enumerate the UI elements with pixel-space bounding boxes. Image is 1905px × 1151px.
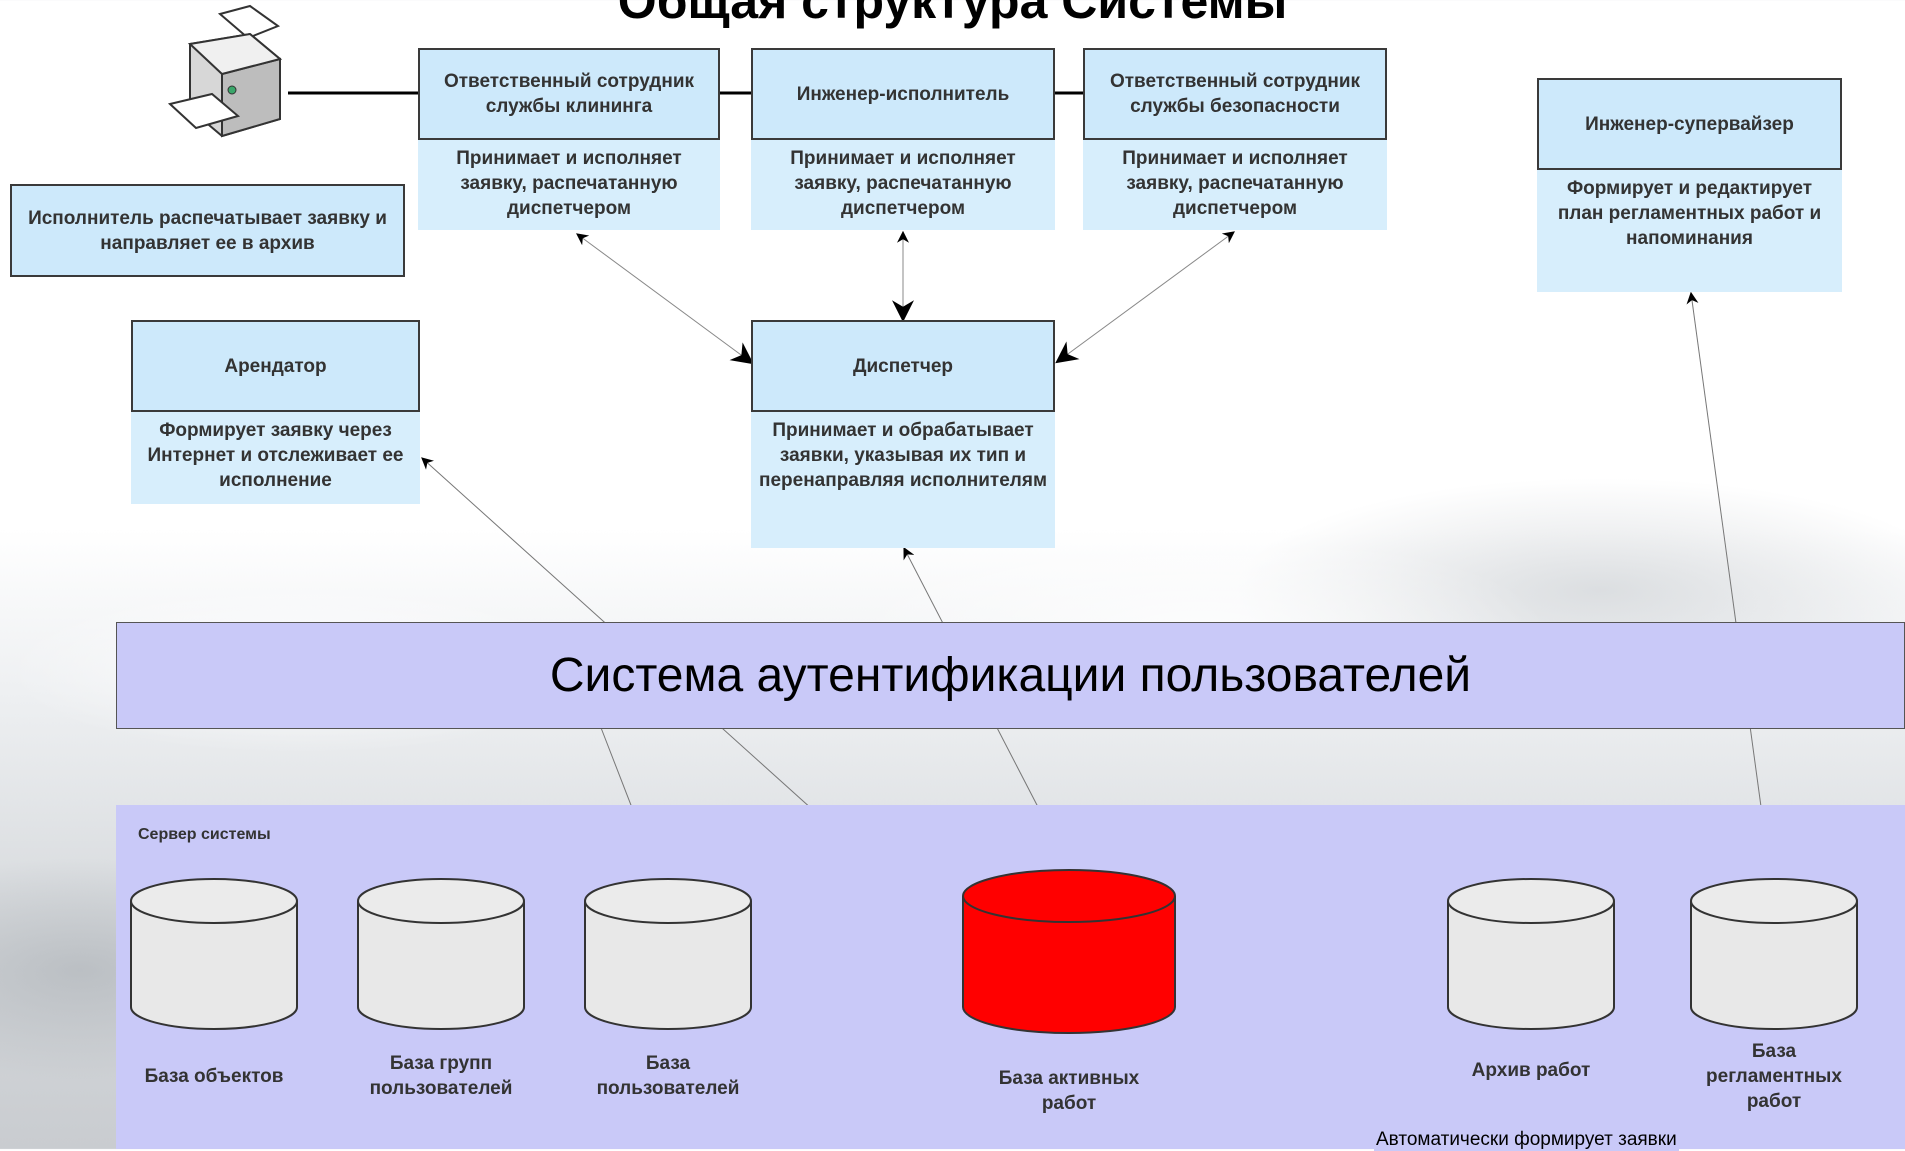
auto-generate-label: Автоматически формирует заявки [1374,1129,1679,1151]
arrow-cleaning-dispatcher [576,233,754,365]
db-label-users: База пользователей [596,1053,740,1099]
database-icon-scheduled [1690,878,1858,1030]
role-engineer: Инженер-исполнитель Принимает и исполняе… [751,48,1055,230]
database-icon-users [584,878,752,1030]
arrow-security-dispatcher [1055,231,1235,364]
db-label-user-groups: База групп пользователей [369,1053,513,1099]
db-label-archive: Архив работ [1471,1060,1591,1081]
database-icon-active-jobs [962,869,1176,1034]
role-security-title: Ответственный сотрудник службы безопасно… [1083,48,1387,140]
role-tenant-title: Арендатор [131,320,420,412]
role-security: Ответственный сотрудник службы безопасно… [1083,48,1387,230]
role-dispatcher: Диспетчер Принимает и обрабатывает заявк… [751,320,1055,548]
db-label-scheduled: База регламентных работ [1706,1041,1842,1112]
database-icon-objects [130,878,298,1030]
database-icon-user-groups [357,878,525,1030]
role-security-description: Принимает и исполняет заявку, распечатан… [1083,140,1387,230]
role-supervisor: Инженер-супервайзер Формирует и редактир… [1537,78,1842,292]
role-supervisor-description: Формирует и редактирует план регламентны… [1537,170,1842,292]
database-icon-archive [1447,878,1615,1030]
server-label: Сервер системы [138,826,271,843]
role-tenant: Арендатор Формирует заявку через Интерне… [131,320,420,504]
db-label-active-jobs: База активных работ [998,1068,1140,1114]
printer-icon [167,4,283,138]
role-cleaning-title: Ответственный сотрудник службы клининга [418,48,720,140]
role-dispatcher-description: Принимает и обрабатывает заявки, указыва… [751,412,1055,548]
role-engineer-description: Принимает и исполняет заявку, распечатан… [751,140,1055,230]
role-cleaning: Ответственный сотрудник службы клининга … [418,48,720,230]
role-cleaning-description: Принимает и исполняет заявку, распечатан… [418,140,720,230]
page-title: Общая структура Системы [617,0,1288,29]
role-dispatcher-title: Диспетчер [751,320,1055,412]
printer-note: Исполнитель распечатывает заявку и напра… [10,184,405,277]
role-tenant-description: Формирует заявку через Интернет и отслеж… [131,412,420,504]
role-supervisor-title: Инженер-супервайзер [1537,78,1842,170]
auth-system-band: Система аутентификации пользователей [116,622,1905,729]
arrow-supervisor-scheduled [1686,291,1780,883]
db-label-objects: База объектов [144,1066,284,1087]
role-engineer-title: Инженер-исполнитель [751,48,1055,140]
